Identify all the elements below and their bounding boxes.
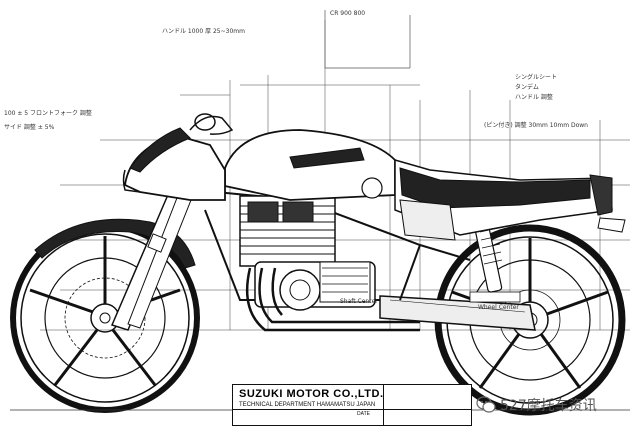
side-cover	[399, 199, 456, 241]
handwritten-scribbles	[324, 10, 411, 69]
wechat-icon	[476, 396, 496, 413]
exhaust	[245, 267, 420, 332]
right-note-1: シングルシート	[515, 74, 558, 81]
watermark-text: 527摩托车资讯	[500, 398, 597, 414]
swingarm	[379, 291, 536, 331]
company-name: SUZUKI MOTOR CO.,LTD.	[239, 388, 384, 400]
title-block: SUZUKI MOTOR CO.,LTD. TECHNICAL DEPARTME…	[232, 384, 472, 426]
mid-right-note: (ピン付き) 調整 30mm 10mm Down	[484, 122, 588, 129]
tail-light	[597, 217, 626, 233]
rear-note: Wheel Center	[478, 304, 519, 311]
title-block-divider-h	[233, 409, 471, 410]
engine-note: Shaft Center	[340, 298, 378, 305]
seat	[399, 167, 591, 209]
title-block-divider	[383, 385, 384, 425]
left-note-1: 100 ± 5 フロントフォーク 調整	[4, 110, 92, 117]
fuel-cap	[361, 177, 383, 199]
engine	[239, 195, 376, 311]
handlebar-note: ハンドル 1000 厚 25~30mm	[162, 28, 245, 35]
fairing	[122, 127, 226, 201]
left-note-2: サイド 調整 ± 5%	[4, 124, 55, 131]
date-label: DATE	[357, 411, 370, 417]
right-note-3: ハンドル 調整	[515, 94, 553, 101]
watermark: 527摩托车资讯	[476, 395, 597, 415]
top-note: CR 900 800	[330, 10, 366, 17]
tank-stripe	[289, 147, 365, 169]
handlebar	[189, 113, 234, 135]
right-note-2: タンデム	[515, 84, 539, 91]
tail-cowl	[589, 174, 613, 216]
department-name: TECHNICAL DEPARTMENT HAMAMATSU JAPAN	[239, 402, 376, 408]
